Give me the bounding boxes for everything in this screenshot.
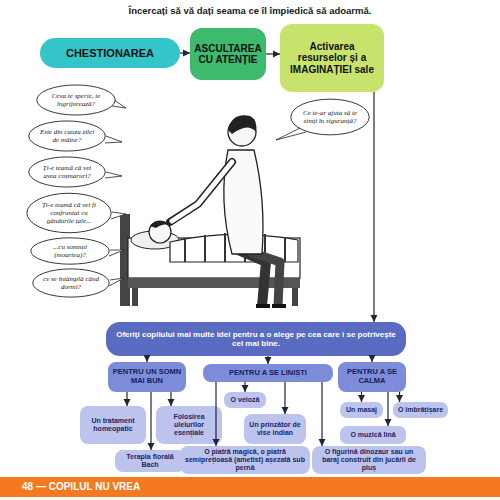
page-title: Încercați să vă dați seama ce îl împiedi… (0, 5, 500, 16)
idea-box: Un prinzător de vise indian (244, 414, 306, 444)
idea-box: O piatră magică, o piatră semiprețioasă … (180, 446, 310, 474)
bubble-ellipse (27, 193, 111, 232)
step-box: ASCULTAREA CU ATENȚIE (190, 28, 266, 80)
bubble-tail (276, 128, 306, 140)
adult-arm (170, 162, 232, 222)
node-text: PENTRU A SE CALMA (342, 368, 402, 385)
node-text: Oferiți copilului mai multe idei pentru … (116, 330, 396, 348)
bubble-tail (105, 172, 122, 178)
idea-box: Terapia florală Bach (115, 450, 185, 472)
speech-bubble: Ce te-ar ajuta să te simți în siguranță? (290, 98, 370, 136)
connector-arrow (321, 382, 322, 446)
node-text: PENTRU UN SOMN MAI BUN (112, 368, 182, 385)
footer-text: 48 — COPILUL NU VREA (22, 481, 140, 492)
bed-frame (128, 278, 300, 288)
node-text: O muzică lină (350, 431, 395, 439)
bubble-tail (109, 250, 124, 256)
bubble-ellipse (31, 238, 109, 264)
bubble-tail (105, 136, 122, 143)
connector-arrow (170, 392, 171, 406)
idea-box: O figurină dinozaur sau un baraj constru… (312, 446, 426, 474)
node-text: Activarea resurselor și a IMAGINAȚIEI sa… (284, 41, 380, 76)
node-text: ...cu somnul (moartea)? (40, 243, 100, 259)
node-text: O îmbrățișare (398, 406, 443, 414)
bed-leg (292, 288, 298, 306)
node-text: Un tratament homeopatic (84, 417, 142, 433)
idea-box: O veioză (224, 392, 266, 408)
node-text: CHESTIONAREA (66, 47, 154, 60)
connector-arrow (180, 52, 190, 53)
bubble-ellipse (33, 269, 109, 297)
speech-bubble: Ți-e teamă că vei fi confruntat cu gându… (26, 192, 112, 234)
node-text: O veioză (231, 396, 260, 404)
connector-arrow (399, 392, 400, 402)
connector-arrow (284, 382, 285, 414)
idea-box: O muzică lină (340, 426, 406, 444)
connector-arrow (361, 392, 362, 402)
node-text: Un masaj (346, 406, 377, 414)
bubble-ellipse (37, 85, 115, 115)
node-text: Este din cauza zilei de mâine? (38, 128, 96, 144)
node-text: ASCULTAREA CU ATENȚIE (194, 43, 262, 66)
connector-arrow (387, 392, 388, 426)
bubble-ellipse (29, 121, 105, 151)
node-text: Terapia florală Bach (119, 453, 181, 469)
step-box: CHESTIONAREA (40, 38, 180, 68)
instruction-band: Oferiți copilului mai multe idei pentru … (106, 322, 406, 356)
bubble-tail (111, 212, 126, 219)
node-text: ce se întâmplă când dormi? (42, 275, 100, 291)
footer-bar (0, 477, 500, 497)
category-box: PENTRU UN SOMN MAI BUN (108, 362, 186, 392)
adult-leg (250, 252, 280, 306)
adult-feet (256, 304, 286, 308)
node-text: Ți-e teamă că vei avea coșmaruri? (38, 164, 96, 180)
connector-arrow (244, 382, 245, 392)
node-text: O figurină dinozaur sau un baraj constru… (316, 448, 422, 472)
connector-arrow (267, 356, 268, 364)
node-text: O piatră magică, o piatră semiprețioasă … (184, 448, 306, 472)
node-text: PENTRU A SE LINIȘTI (229, 369, 307, 378)
connector-arrow (126, 392, 127, 406)
idea-box: Un tratament homeopatic (80, 406, 146, 444)
category-box: PENTRU A SE CALMA (338, 362, 406, 392)
connector-arrow (150, 392, 151, 450)
adult-sleeve (172, 162, 232, 221)
bubble-tail (109, 278, 124, 286)
connector-arrow (266, 53, 280, 54)
speech-bubble: Ceva te sperie, te îngrijorează? (36, 84, 116, 116)
bubble-ellipse (291, 99, 369, 135)
node-text: Ți-e teamă că vei fi confruntat cu gându… (36, 201, 102, 225)
idea-box: O îmbrățișare (393, 402, 448, 418)
node-text: Ce te-ar ajuta să te simți în siguranță? (300, 109, 360, 125)
speech-bubble: Ți-e teamă că vei avea coșmaruri? (28, 156, 106, 188)
connector-arrow (373, 92, 374, 322)
category-box: PENTRU A SE LINIȘTI (203, 364, 333, 382)
idea-box: Un masaj (340, 402, 383, 418)
node-text: Ceva te sperie, te îngrijorează? (46, 92, 106, 108)
adult-hair (228, 115, 256, 134)
speech-bubble: ...cu somnul (moartea)? (30, 237, 110, 265)
node-text: Folosirea uleiurilor esențiale (160, 413, 218, 437)
node-text: Un prinzător de vise indian (248, 421, 302, 437)
speech-bubble: ce se întâmplă când dormi? (32, 268, 110, 298)
speech-bubble: Este din cauza zilei de mâine? (28, 120, 106, 152)
bubble-ellipse (29, 157, 105, 187)
bed-leg (132, 288, 138, 306)
step-box: Activarea resurselor și a IMAGINAȚIEI sa… (280, 24, 384, 92)
idea-box: Folosirea uleiurilor esențiale (156, 406, 222, 444)
